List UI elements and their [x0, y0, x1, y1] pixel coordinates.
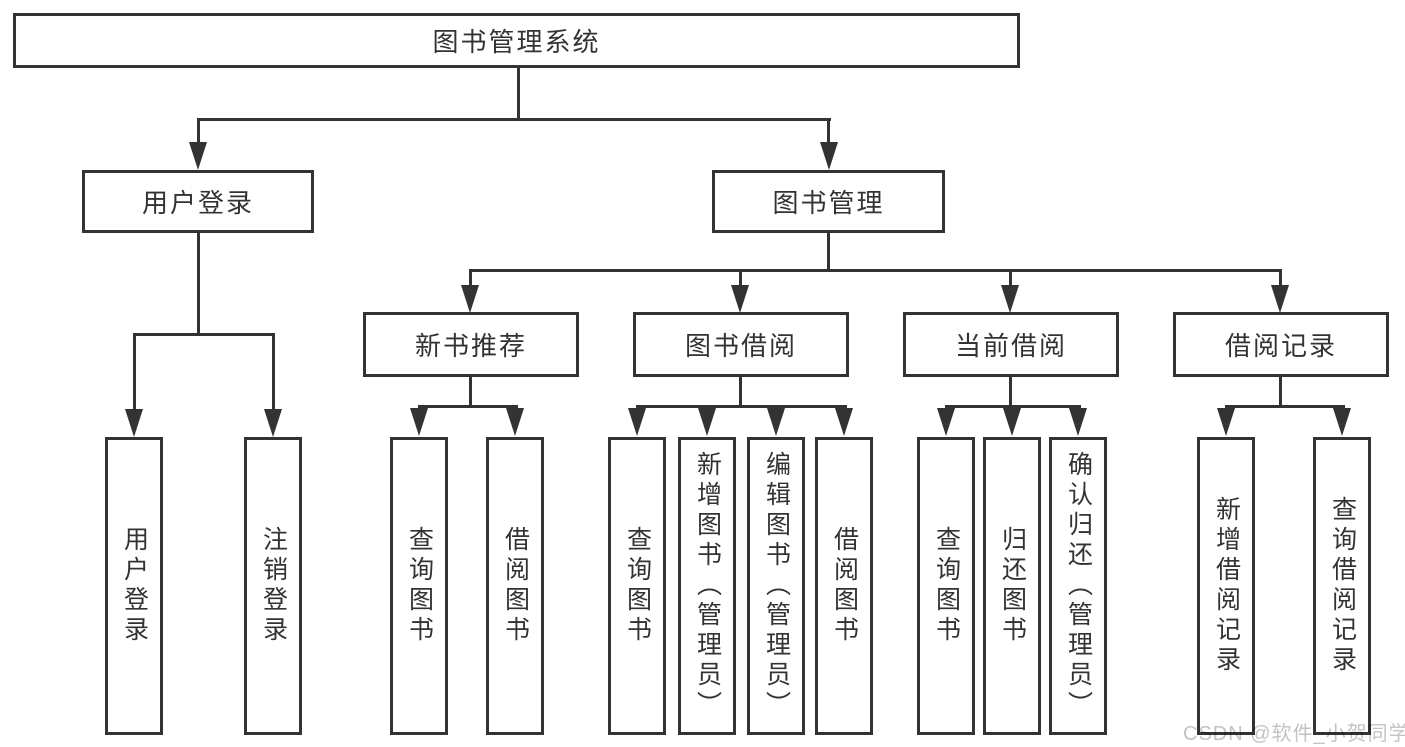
- connector-line: [739, 375, 742, 408]
- connector-line: [133, 333, 275, 336]
- arrowhead-down-icon: [937, 408, 955, 436]
- leaf-user-login: 用户登录: [105, 437, 163, 735]
- node-current-borrow: 当前借阅: [903, 312, 1119, 377]
- arrowhead-down-icon: [628, 408, 646, 436]
- csdn-watermark: CSDN @软件_小贺同学: [1183, 723, 1405, 745]
- node-root: 图书管理系统: [13, 13, 1020, 68]
- arrowhead-down-icon: [461, 285, 479, 313]
- connector-line: [1009, 269, 1012, 289]
- node-book-manage: 图书管理: [712, 170, 945, 233]
- arrowhead-down-icon: [125, 409, 143, 437]
- connector-line: [1225, 405, 1345, 408]
- connector-line: [827, 231, 830, 272]
- connector-line: [1279, 375, 1282, 408]
- arrowhead-down-icon: [1001, 285, 1019, 313]
- leaf-query-books: 查询图书: [608, 437, 666, 735]
- arrowhead-down-icon: [1271, 285, 1289, 313]
- connector-line: [133, 333, 136, 413]
- arrowhead-down-icon: [1333, 408, 1351, 436]
- connector-line: [469, 375, 472, 408]
- connector-line: [1279, 269, 1282, 289]
- arrowhead-down-icon: [264, 409, 282, 437]
- arrowhead-down-icon: [1069, 408, 1087, 436]
- connector-line: [517, 66, 520, 120]
- arrowhead-down-icon: [410, 408, 428, 436]
- node-book-borrow: 图书借阅: [633, 312, 849, 377]
- connector-line: [1009, 375, 1012, 408]
- arrowhead-down-icon: [1217, 408, 1235, 436]
- connector-line: [418, 405, 518, 408]
- connector-line: [636, 405, 847, 408]
- connector-line: [197, 118, 831, 121]
- leaf-borrow-books: 借阅图书: [486, 437, 544, 735]
- connector-line: [945, 405, 1081, 408]
- arrowhead-down-icon: [731, 285, 749, 313]
- leaf-edit-books-admin: 编辑图书（管理员）: [747, 437, 805, 735]
- node-new-books: 新书推荐: [363, 312, 579, 377]
- arrowhead-down-icon: [835, 408, 853, 436]
- leaf-query-borrow-record: 查询借阅记录: [1313, 437, 1371, 735]
- arrowhead-down-icon: [506, 408, 524, 436]
- arrowhead-down-icon: [767, 408, 785, 436]
- connector-line: [197, 118, 200, 146]
- leaf-borrow-books: 借阅图书: [815, 437, 873, 735]
- connector-line: [469, 269, 1282, 272]
- leaf-query-books: 查询图书: [917, 437, 975, 735]
- connector-line: [739, 269, 742, 289]
- leaf-logout: 注销登录: [244, 437, 302, 735]
- leaf-confirm-return-admin: 确认归还（管理员）: [1049, 437, 1107, 735]
- arrowhead-down-icon: [698, 408, 716, 436]
- node-user-login: 用户登录: [82, 170, 314, 233]
- leaf-add-books-admin: 新增图书（管理员）: [678, 437, 736, 735]
- leaf-return-books: 归还图书: [983, 437, 1041, 735]
- node-borrow-records: 借阅记录: [1173, 312, 1389, 377]
- arrowhead-down-icon: [189, 142, 207, 170]
- connector-line: [272, 333, 275, 413]
- leaf-add-borrow-record: 新增借阅记录: [1197, 437, 1255, 735]
- arrowhead-down-icon: [820, 142, 838, 170]
- connector-line: [197, 231, 200, 335]
- leaf-query-books: 查询图书: [390, 437, 448, 735]
- connector-line: [469, 269, 472, 289]
- connector-line: [827, 118, 830, 146]
- arrowhead-down-icon: [1003, 408, 1021, 436]
